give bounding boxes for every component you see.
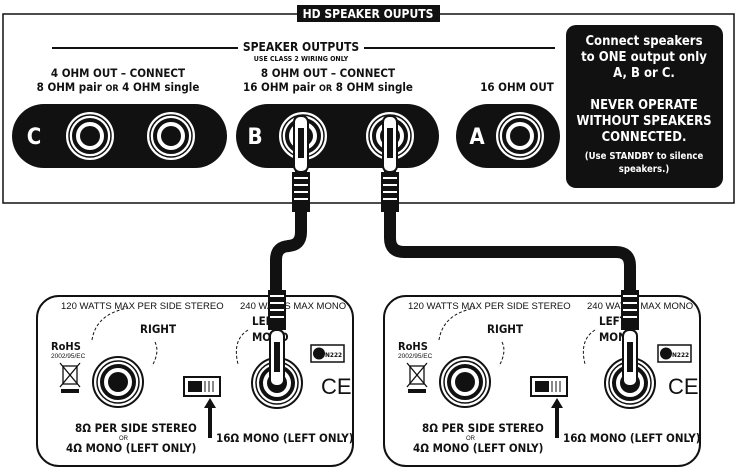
- cab-left-16mono-label: 16Ω MONO (LEFT ONLY): [216, 431, 354, 445]
- plug-b1: [292, 115, 310, 212]
- group-c-label-2: 8 OHM pair OR 4 OHM single: [37, 80, 200, 94]
- cab-right-n-badge: N222: [657, 344, 692, 363]
- cab-left-rohs: RoHS: [51, 340, 81, 353]
- jack-c-1[interactable]: [63, 109, 117, 163]
- warning-line-4: NEVER OPERATE: [590, 98, 697, 113]
- cab-right-ce: CE: [668, 374, 699, 399]
- cab-right-right-label: RIGHT: [487, 322, 523, 336]
- cab-right-or: OR: [466, 436, 476, 442]
- letter-c: C: [27, 125, 42, 150]
- cabinet-left: 120 WATTS MAX PER SIDE STEREO 240 WATTS …: [36, 295, 354, 467]
- warning-line-1: Connect speakers: [585, 34, 702, 49]
- cab-left-mono-watts: 240 WATTS MAX MONO: [240, 301, 346, 312]
- cab-right-16mono-label: 16Ω MONO (LEFT ONLY): [563, 431, 701, 445]
- cab-right-switch[interactable]: [530, 376, 568, 397]
- warning-line-8: speakers.): [619, 164, 670, 175]
- letter-b: B: [247, 125, 262, 150]
- letter-a: A: [469, 125, 485, 150]
- group-c-label-1: 4 OHM OUT – CONNECT: [51, 66, 185, 80]
- cab-right-mono-watts: 240 WATTS MAX MONO: [587, 301, 693, 312]
- panel-title-banner: [297, 5, 440, 22]
- cab-right-rohs: RoHS: [398, 340, 428, 353]
- warning-line-6: CONNECTED.: [602, 130, 687, 145]
- plug-b2: [381, 115, 399, 212]
- section-title: SPEAKER OUTPUTS: [243, 40, 359, 54]
- section-subtitle: USE CLASS 2 WIRING ONLY: [254, 55, 349, 63]
- plug-cab-right: [621, 290, 639, 387]
- jack-a-1[interactable]: [493, 109, 547, 163]
- cab-left-switch[interactable]: [183, 376, 221, 397]
- cab-right-stereo-label: 8Ω PER SIDE STEREO: [422, 421, 544, 435]
- warning-line-2: to ONE output only: [581, 50, 707, 65]
- plug-cab-left: [268, 290, 286, 387]
- group-a-label: 16 OHM OUT: [480, 80, 554, 94]
- cab-right-rohs-sub: 2002/95/EC: [398, 353, 433, 360]
- cab-left-4mono-label: 4Ω MONO (LEFT ONLY): [66, 441, 196, 455]
- warning-box: [566, 25, 723, 188]
- cab-left-stereo-label: 8Ω PER SIDE STEREO: [75, 421, 197, 435]
- cable-1: [270, 146, 307, 370]
- weee-icon: [59, 362, 81, 393]
- cab-left-right-label: RIGHT: [140, 322, 176, 336]
- group-b-label-1: 8 OHM OUT – CONNECT: [261, 66, 395, 80]
- warning-line-5: WITHOUT SPEAKERS: [576, 114, 711, 129]
- weee-icon: [406, 362, 428, 393]
- svg-text:N222: N222: [672, 351, 689, 359]
- jack-c-2[interactable]: [144, 109, 198, 163]
- warning-line-3: A, B or C.: [613, 66, 675, 81]
- cab-right-4mono-label: 4Ω MONO (LEFT ONLY): [413, 441, 543, 455]
- cab-right-switch-arrow: [551, 398, 563, 438]
- cab-left-right-jack[interactable]: [91, 355, 145, 409]
- cab-left-stereo-watts: 120 WATTS MAX PER SIDE STEREO: [61, 301, 224, 312]
- panel-title: HD SPEAKER OUPUTS: [303, 7, 434, 21]
- cab-left-rohs-sub: 2002/95/EC: [51, 353, 86, 360]
- svg-text:N222: N222: [325, 351, 342, 359]
- cab-left-n-badge: N222: [310, 344, 345, 363]
- cab-left-or: OR: [119, 436, 129, 442]
- cab-right-stereo-watts: 120 WATTS MAX PER SIDE STEREO: [408, 301, 571, 312]
- cab-left-ce: CE: [321, 374, 352, 399]
- cabinet-right: 120 WATTS MAX PER SIDE STEREO 240 WATTS …: [383, 295, 701, 467]
- warning-line-7: (Use STANDBY to silence: [585, 151, 704, 162]
- cable-2: [384, 146, 636, 370]
- group-b-label-2: 16 OHM pair OR 8 OHM single: [243, 80, 413, 94]
- cab-left-switch-arrow: [204, 398, 216, 438]
- cab-right-right-jack[interactable]: [438, 355, 492, 409]
